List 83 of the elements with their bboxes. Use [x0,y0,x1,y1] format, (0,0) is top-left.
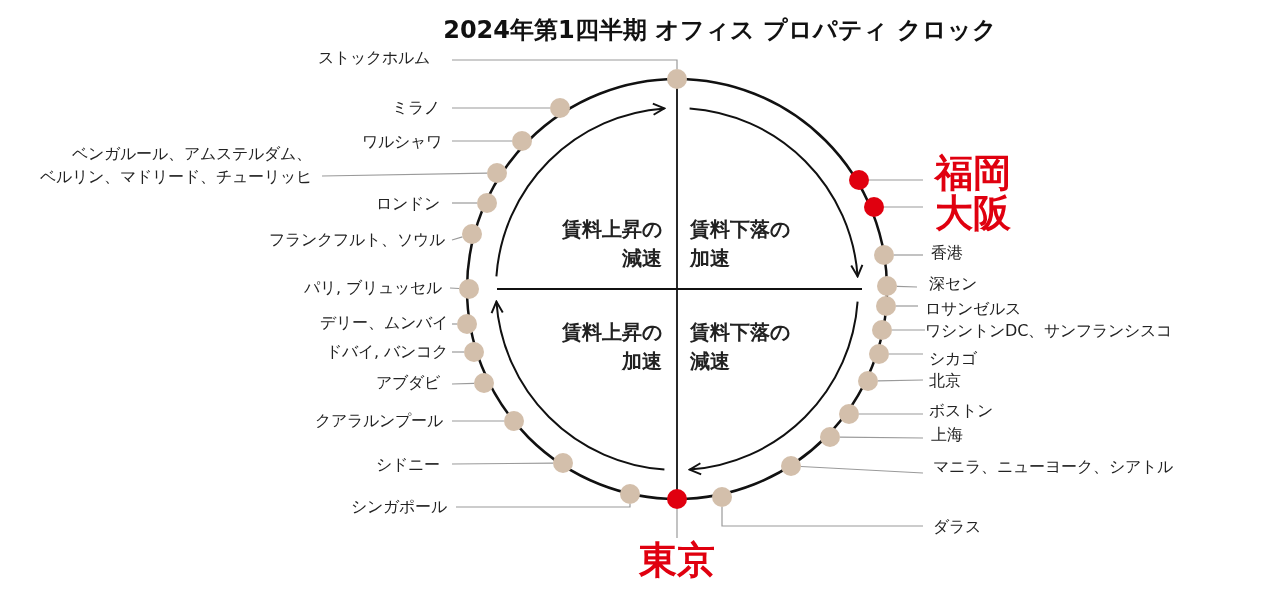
leader-line [676,508,678,539]
leader-line [877,379,924,382]
leader-line [883,206,924,208]
leader-line [891,329,926,331]
leader-line [451,107,551,109]
city-label: ストックホルム [318,47,430,69]
leader-line [451,462,554,465]
city-dot [874,245,894,265]
city-dot [849,170,869,190]
city-label: デリー、ムンバイ [320,312,448,334]
leader-line [451,382,475,385]
leader-line [451,140,513,142]
leader-line [896,285,918,288]
city-label: ロサンゼルス [925,298,1021,320]
city-label: パリ, ブリュッセル [304,277,443,299]
city-dot [474,373,494,393]
city-dot [820,427,840,447]
city-label: 北京 [929,370,961,392]
city-dot [864,197,884,217]
leader-line [721,506,924,527]
city-label: ワシントンDC、サンフランシスコ [925,320,1173,342]
city-dot [457,314,477,334]
leader-line [321,172,488,177]
city-dot [869,344,889,364]
city-label: ベンガルール、アムステルダム、ベルリン、マドリード、チューリッヒ [12,142,312,188]
quadrant-label: 賃料下落の加速 [690,216,791,272]
quadrant-label: 賃料上昇の減速 [561,216,662,272]
leader-line [451,236,463,241]
city-label: アブダビ [376,372,440,394]
city-label: 上海 [931,424,963,446]
city-dot [858,371,878,391]
leader-line [451,202,478,204]
city-dot [462,224,482,244]
leader-line [449,287,460,290]
city-label: シンガポール [351,496,447,518]
city-label: シカゴ [929,348,977,370]
city-label: 香港 [931,242,963,264]
city-dot [464,342,484,362]
leader-line [451,420,505,422]
city-dot [781,456,801,476]
quadrant-label: 賃料上昇の加速 [561,319,662,375]
leader-line [451,351,465,353]
leader-line [800,465,924,474]
city-dot [459,279,479,299]
leader-line [858,413,924,415]
city-dot [620,484,640,504]
city-dot [477,193,497,213]
highlighted-city-label: 福岡 [935,152,1011,194]
city-label: ミラノ [392,97,440,119]
city-dot [667,69,687,89]
city-label: ダラス [933,516,981,538]
city-label: フランクフルト、ソウル [269,229,445,251]
leader-line [893,254,924,256]
chart-title: 2024年第1四半期 オフィス プロパティ クロック [442,15,998,46]
city-label: ワルシャワ [362,131,442,153]
leader-line [868,179,924,181]
city-label: クアラルンプール [315,410,443,432]
city-dot [553,453,573,473]
leader-line [888,353,924,355]
highlighted-city-label: 大阪 [935,192,1011,234]
leader-line [451,323,458,325]
city-dot [712,487,732,507]
city-dot [872,320,892,340]
city-label: シドニー [376,454,440,476]
highlighted-city-label: 東京 [639,539,715,581]
city-label: ロンドン [376,193,440,215]
city-dot [550,98,570,118]
city-dot [876,296,896,316]
city-dot [667,489,687,509]
leader-line [455,503,631,508]
leader-line [839,436,924,439]
leader-line [895,305,919,307]
city-dot [487,163,507,183]
city-dot [839,404,859,424]
leader-line [451,59,678,70]
city-label: ドバイ, バンコク [326,341,449,363]
city-label: ボストン [929,400,993,422]
city-label: 深セン [929,273,977,295]
city-label: マニラ、ニューヨーク、シアトル [933,456,1173,478]
city-dot [877,276,897,296]
city-dot [504,411,524,431]
city-dot [512,131,532,151]
quadrant-label: 賃料下落の減速 [690,319,791,375]
